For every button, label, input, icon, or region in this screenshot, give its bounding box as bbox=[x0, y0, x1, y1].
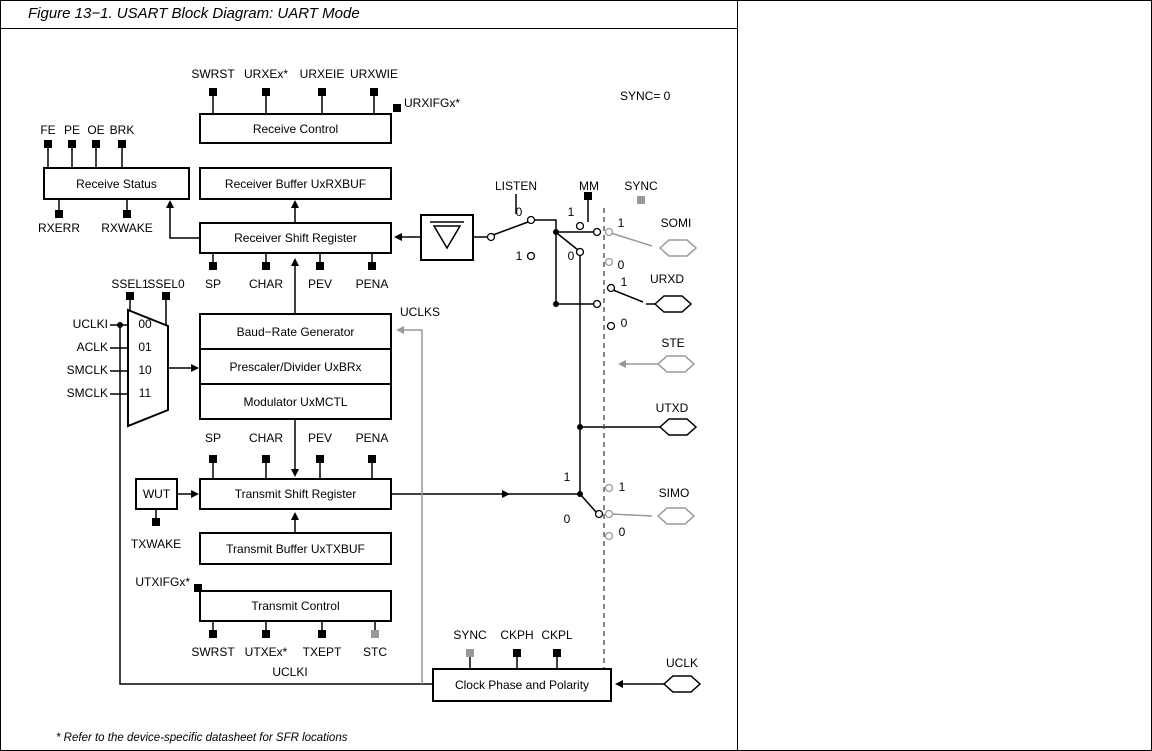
label-smclk-source-2: SMCLK bbox=[66, 386, 108, 400]
mux-code-11: 11 bbox=[138, 386, 152, 400]
modulator-block: Modulator UxMCTL bbox=[199, 383, 392, 420]
label-aclk-source: ACLK bbox=[76, 340, 108, 354]
label-brk: BRK bbox=[109, 123, 135, 137]
label-swrst-tx: SWRST bbox=[191, 645, 235, 659]
label-rxerr: RXERR bbox=[37, 221, 80, 235]
simo-pin bbox=[656, 507, 696, 525]
control-bit-squares bbox=[44, 88, 592, 657]
pin-pads bbox=[653, 239, 702, 693]
label-pena-rx: PENA bbox=[355, 277, 389, 291]
transmit-control-block: Transmit Control bbox=[199, 590, 392, 622]
inactive-switch-contacts bbox=[604, 227, 614, 541]
label-stc: STC bbox=[363, 645, 387, 659]
label-pev-tx: PEV bbox=[307, 431, 332, 445]
label-pe: PE bbox=[63, 123, 80, 137]
clock-phase-polarity-block: Clock Phase and Polarity bbox=[432, 668, 612, 702]
label-pena-tx: PENA bbox=[355, 431, 389, 445]
utxd-pin bbox=[658, 418, 698, 436]
simo-right-pos-1: 1 bbox=[618, 480, 626, 494]
baud-rate-generator-block: Baud−Rate Generator bbox=[199, 313, 392, 350]
figure-right-border bbox=[737, 0, 738, 751]
urxd-pos-0: 0 bbox=[620, 316, 628, 330]
receiver-shift-register-block: Receiver Shift Register bbox=[199, 222, 392, 254]
label-sp-rx: SP bbox=[204, 277, 221, 291]
label-rxwake: RXWAKE bbox=[101, 221, 153, 235]
label-somi-pin: SOMI bbox=[660, 216, 692, 230]
somi-pos-1: 1 bbox=[617, 216, 625, 230]
mux-code-00: 00 bbox=[138, 317, 152, 331]
listen-pos-1: 1 bbox=[515, 249, 523, 263]
figure-title: Figure 13−1. USART Block Diagram: UART M… bbox=[28, 5, 360, 22]
sync-mode-note: SYNC= 0 bbox=[620, 89, 671, 103]
label-ssel1: SSEL1 bbox=[111, 277, 149, 291]
figure-footnote: * Refer to the device-specific datasheet… bbox=[56, 732, 348, 744]
label-mm: MM bbox=[579, 179, 599, 193]
label-sync-switch: SYNC bbox=[624, 179, 658, 193]
input-buffer-box bbox=[420, 214, 474, 261]
clock-source-mux bbox=[127, 308, 169, 428]
wut-block: WUT bbox=[135, 478, 178, 510]
inactive-wires bbox=[404, 232, 658, 684]
mm-pos-0: 0 bbox=[567, 249, 575, 263]
label-urxd-pin: URXD bbox=[649, 272, 684, 286]
title-underline bbox=[0, 28, 737, 29]
mux-code-01: 01 bbox=[138, 340, 152, 354]
label-ckpl: CKPL bbox=[541, 628, 573, 642]
label-listen: LISTEN bbox=[494, 179, 537, 193]
label-pev-rx: PEV bbox=[307, 277, 332, 291]
receiver-buffer-block: Receiver Buffer UxRXBUF bbox=[199, 167, 392, 200]
urxd-pin bbox=[653, 295, 693, 313]
label-sp-tx: SP bbox=[204, 431, 221, 445]
arrowheads bbox=[166, 200, 623, 688]
label-utxifgx: UTXIFGx* bbox=[135, 575, 190, 589]
junction-dots bbox=[117, 229, 583, 497]
label-txwake: TXWAKE bbox=[130, 537, 182, 551]
label-sync-cpp: SYNC bbox=[453, 628, 487, 642]
receive-status-block: Receive Status bbox=[43, 167, 190, 200]
label-urxeie: URXEIE bbox=[299, 67, 345, 81]
simo-right-pos-0: 0 bbox=[618, 525, 626, 539]
simo-left-pos-0: 0 bbox=[563, 512, 571, 526]
label-uclk-pin: UCLK bbox=[665, 656, 698, 670]
label-utxex: UTXEx* bbox=[244, 645, 288, 659]
mm-pos-1: 1 bbox=[567, 205, 575, 219]
label-ssel0: SSEL0 bbox=[147, 277, 185, 291]
inactive-arrowheads bbox=[396, 326, 626, 368]
somi-pin bbox=[658, 239, 698, 257]
label-utxd-pin: UTXD bbox=[655, 401, 689, 415]
somi-pos-0: 0 bbox=[617, 258, 625, 272]
simo-left-pos-1: 1 bbox=[563, 470, 571, 484]
input-buffer-symbol bbox=[430, 221, 464, 250]
label-swrst-rx: SWRST bbox=[191, 67, 235, 81]
label-urxifgx: URXIFGx* bbox=[404, 96, 461, 110]
label-uclki-source: UCLKI bbox=[72, 317, 108, 331]
receive-control-block: Receive Control bbox=[199, 113, 392, 144]
prescaler-divider-block: Prescaler/Divider UxBRx bbox=[199, 348, 392, 385]
uclk-pin bbox=[662, 675, 702, 693]
label-oe: OE bbox=[87, 123, 105, 137]
switch-contacts bbox=[486, 215, 616, 519]
ste-pin bbox=[656, 355, 696, 373]
label-char-tx: CHAR bbox=[248, 431, 283, 445]
label-uclks: UCLKS bbox=[400, 305, 441, 319]
label-urxwie: URXWIE bbox=[350, 67, 398, 81]
label-smclk-source-1: SMCLK bbox=[66, 363, 108, 377]
transmit-buffer-block: Transmit Buffer UxTXBUF bbox=[199, 532, 392, 565]
inactive-control-bit-squares bbox=[371, 196, 645, 657]
label-txept: TXEPT bbox=[302, 645, 342, 659]
urxd-pos-1: 1 bbox=[620, 275, 628, 289]
label-char-rx: CHAR bbox=[248, 277, 283, 291]
label-ckph: CKPH bbox=[500, 628, 534, 642]
listen-pos-0: 0 bbox=[515, 205, 523, 219]
label-simo-pin: SIMO bbox=[658, 486, 690, 500]
mux-code-10: 10 bbox=[138, 363, 152, 377]
transmit-shift-register-block: Transmit Shift Register bbox=[199, 478, 392, 510]
label-uclki-feedback: UCLKI bbox=[272, 665, 308, 679]
label-urxex: URXEx* bbox=[243, 67, 288, 81]
label-ste-pin: STE bbox=[661, 336, 685, 350]
label-fe: FE bbox=[40, 123, 56, 137]
